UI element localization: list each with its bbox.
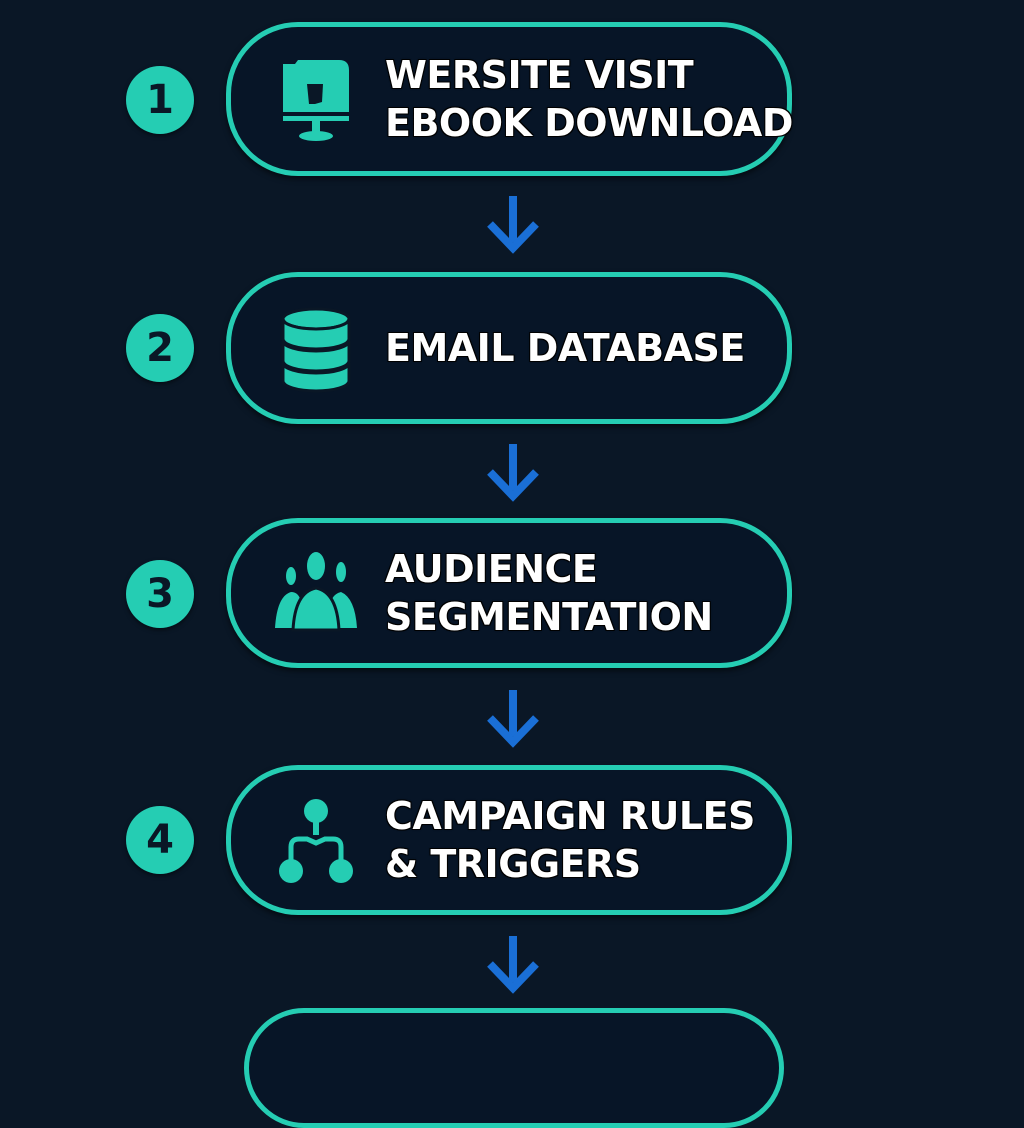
step-number-badge-1: 1 <box>126 66 194 134</box>
database-icon <box>281 307 351 393</box>
step-label-line: & TRIGGERS <box>385 842 641 886</box>
step-number-badge-2: 2 <box>126 314 194 382</box>
step-label-line: SEGMENTATION <box>385 595 713 639</box>
step-label: CAMPAIGN RULES & TRIGGERS <box>385 792 755 888</box>
audience-group-icon <box>275 552 357 632</box>
computer-monitor-download-icon <box>283 60 349 141</box>
step-box-partial <box>244 1008 784 1128</box>
step-label: EMAIL DATABASE <box>385 324 745 372</box>
step-label-line: WERSITE VISIT <box>385 53 694 97</box>
step-number: 2 <box>146 325 174 371</box>
step-number-badge-3: 3 <box>126 560 194 628</box>
step-label-line: EMAIL DATABASE <box>385 326 745 370</box>
step-label-line: CAMPAIGN RULES <box>385 794 755 838</box>
step-label-line: EBOOK DOWNLOAD <box>385 101 793 145</box>
step-number-badge-4: 4 <box>126 806 194 874</box>
step-box-campaign-rules: CAMPAIGN RULES & TRIGGERS <box>226 765 792 915</box>
arrow-down-icon <box>487 936 539 994</box>
step-number: 4 <box>146 817 174 863</box>
step-box-audience-segmentation: AUDIENCE SEGMENTATION <box>226 518 792 668</box>
step-number: 1 <box>146 77 174 123</box>
step-box-email-database: EMAIL DATABASE <box>226 272 792 424</box>
step-label: WERSITE VISIT EBOOK DOWNLOAD <box>385 51 793 147</box>
branching-flow-icon <box>279 799 353 883</box>
step-label: AUDIENCE SEGMENTATION <box>385 545 713 641</box>
arrow-down-icon <box>487 690 539 748</box>
arrow-down-icon <box>487 444 539 502</box>
arrow-down-icon <box>487 196 539 254</box>
step-label-line: AUDIENCE <box>385 547 598 591</box>
step-box-website-visit: WERSITE VISIT EBOOK DOWNLOAD <box>226 22 793 176</box>
step-number: 3 <box>146 571 174 617</box>
